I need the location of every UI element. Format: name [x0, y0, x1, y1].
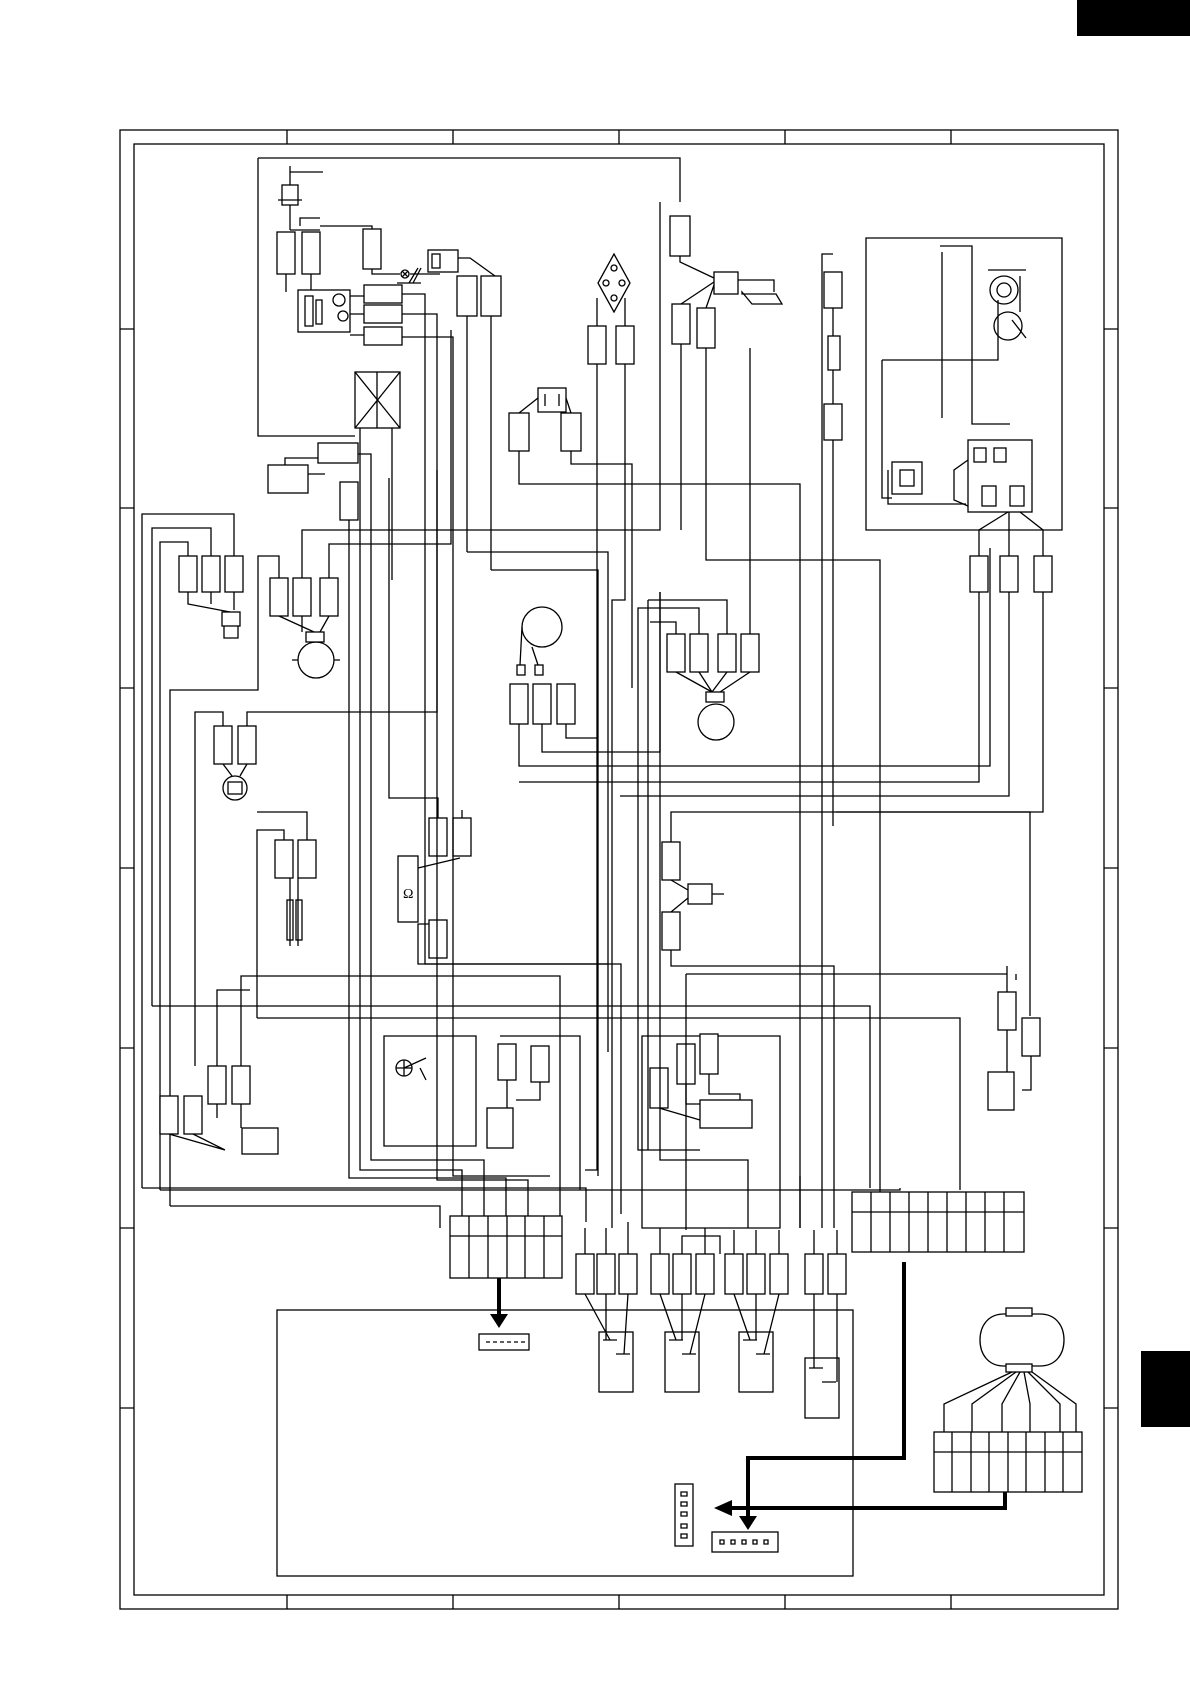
- lamp-icon: [401, 270, 409, 278]
- magnetron-icon: [882, 246, 1032, 512]
- door-switch-icon: [428, 250, 501, 570]
- door-sensing-switch-icon: [662, 812, 1030, 1188]
- arrow-icon: [490, 1278, 508, 1328]
- relay-icon: [585, 1294, 839, 1418]
- heater-icon: [257, 812, 316, 1018]
- connector-block-j2: [852, 1192, 1024, 1252]
- connector-block-j1: [450, 1216, 562, 1278]
- switch-icon: Ω: [389, 478, 621, 1066]
- heater-switch-group: [384, 1036, 580, 1190]
- pcb-connector-vertical: [675, 1484, 693, 1546]
- relay-group-right: [686, 966, 1040, 1110]
- pcb-connector-5pin: [712, 1532, 778, 1552]
- svg-text:Ω: Ω: [403, 887, 413, 902]
- fuse-icon: [585, 254, 634, 1228]
- relay-icon: [298, 290, 350, 332]
- transformer-icon: [355, 372, 400, 700]
- thermistor-icon: [510, 607, 575, 724]
- fuse-connector-icon: [822, 254, 842, 1228]
- lamp-group-left: [160, 976, 278, 1154]
- power-plug-icon: [944, 1308, 1076, 1432]
- fan-motor-icon: [519, 348, 990, 770]
- noise-filter-terminals: [519, 512, 1052, 812]
- convection-switch-group: [642, 1034, 780, 1228]
- pcb-connector-6pin: [479, 1334, 529, 1350]
- connector-block-j3: [934, 1432, 1082, 1492]
- motor-icon: [170, 202, 660, 1206]
- thermostat-icon: [278, 166, 323, 230]
- lamp-socket-icon: [142, 514, 243, 1190]
- relay-bank: [576, 1222, 846, 1294]
- wire-connector-group-a: [277, 226, 440, 292]
